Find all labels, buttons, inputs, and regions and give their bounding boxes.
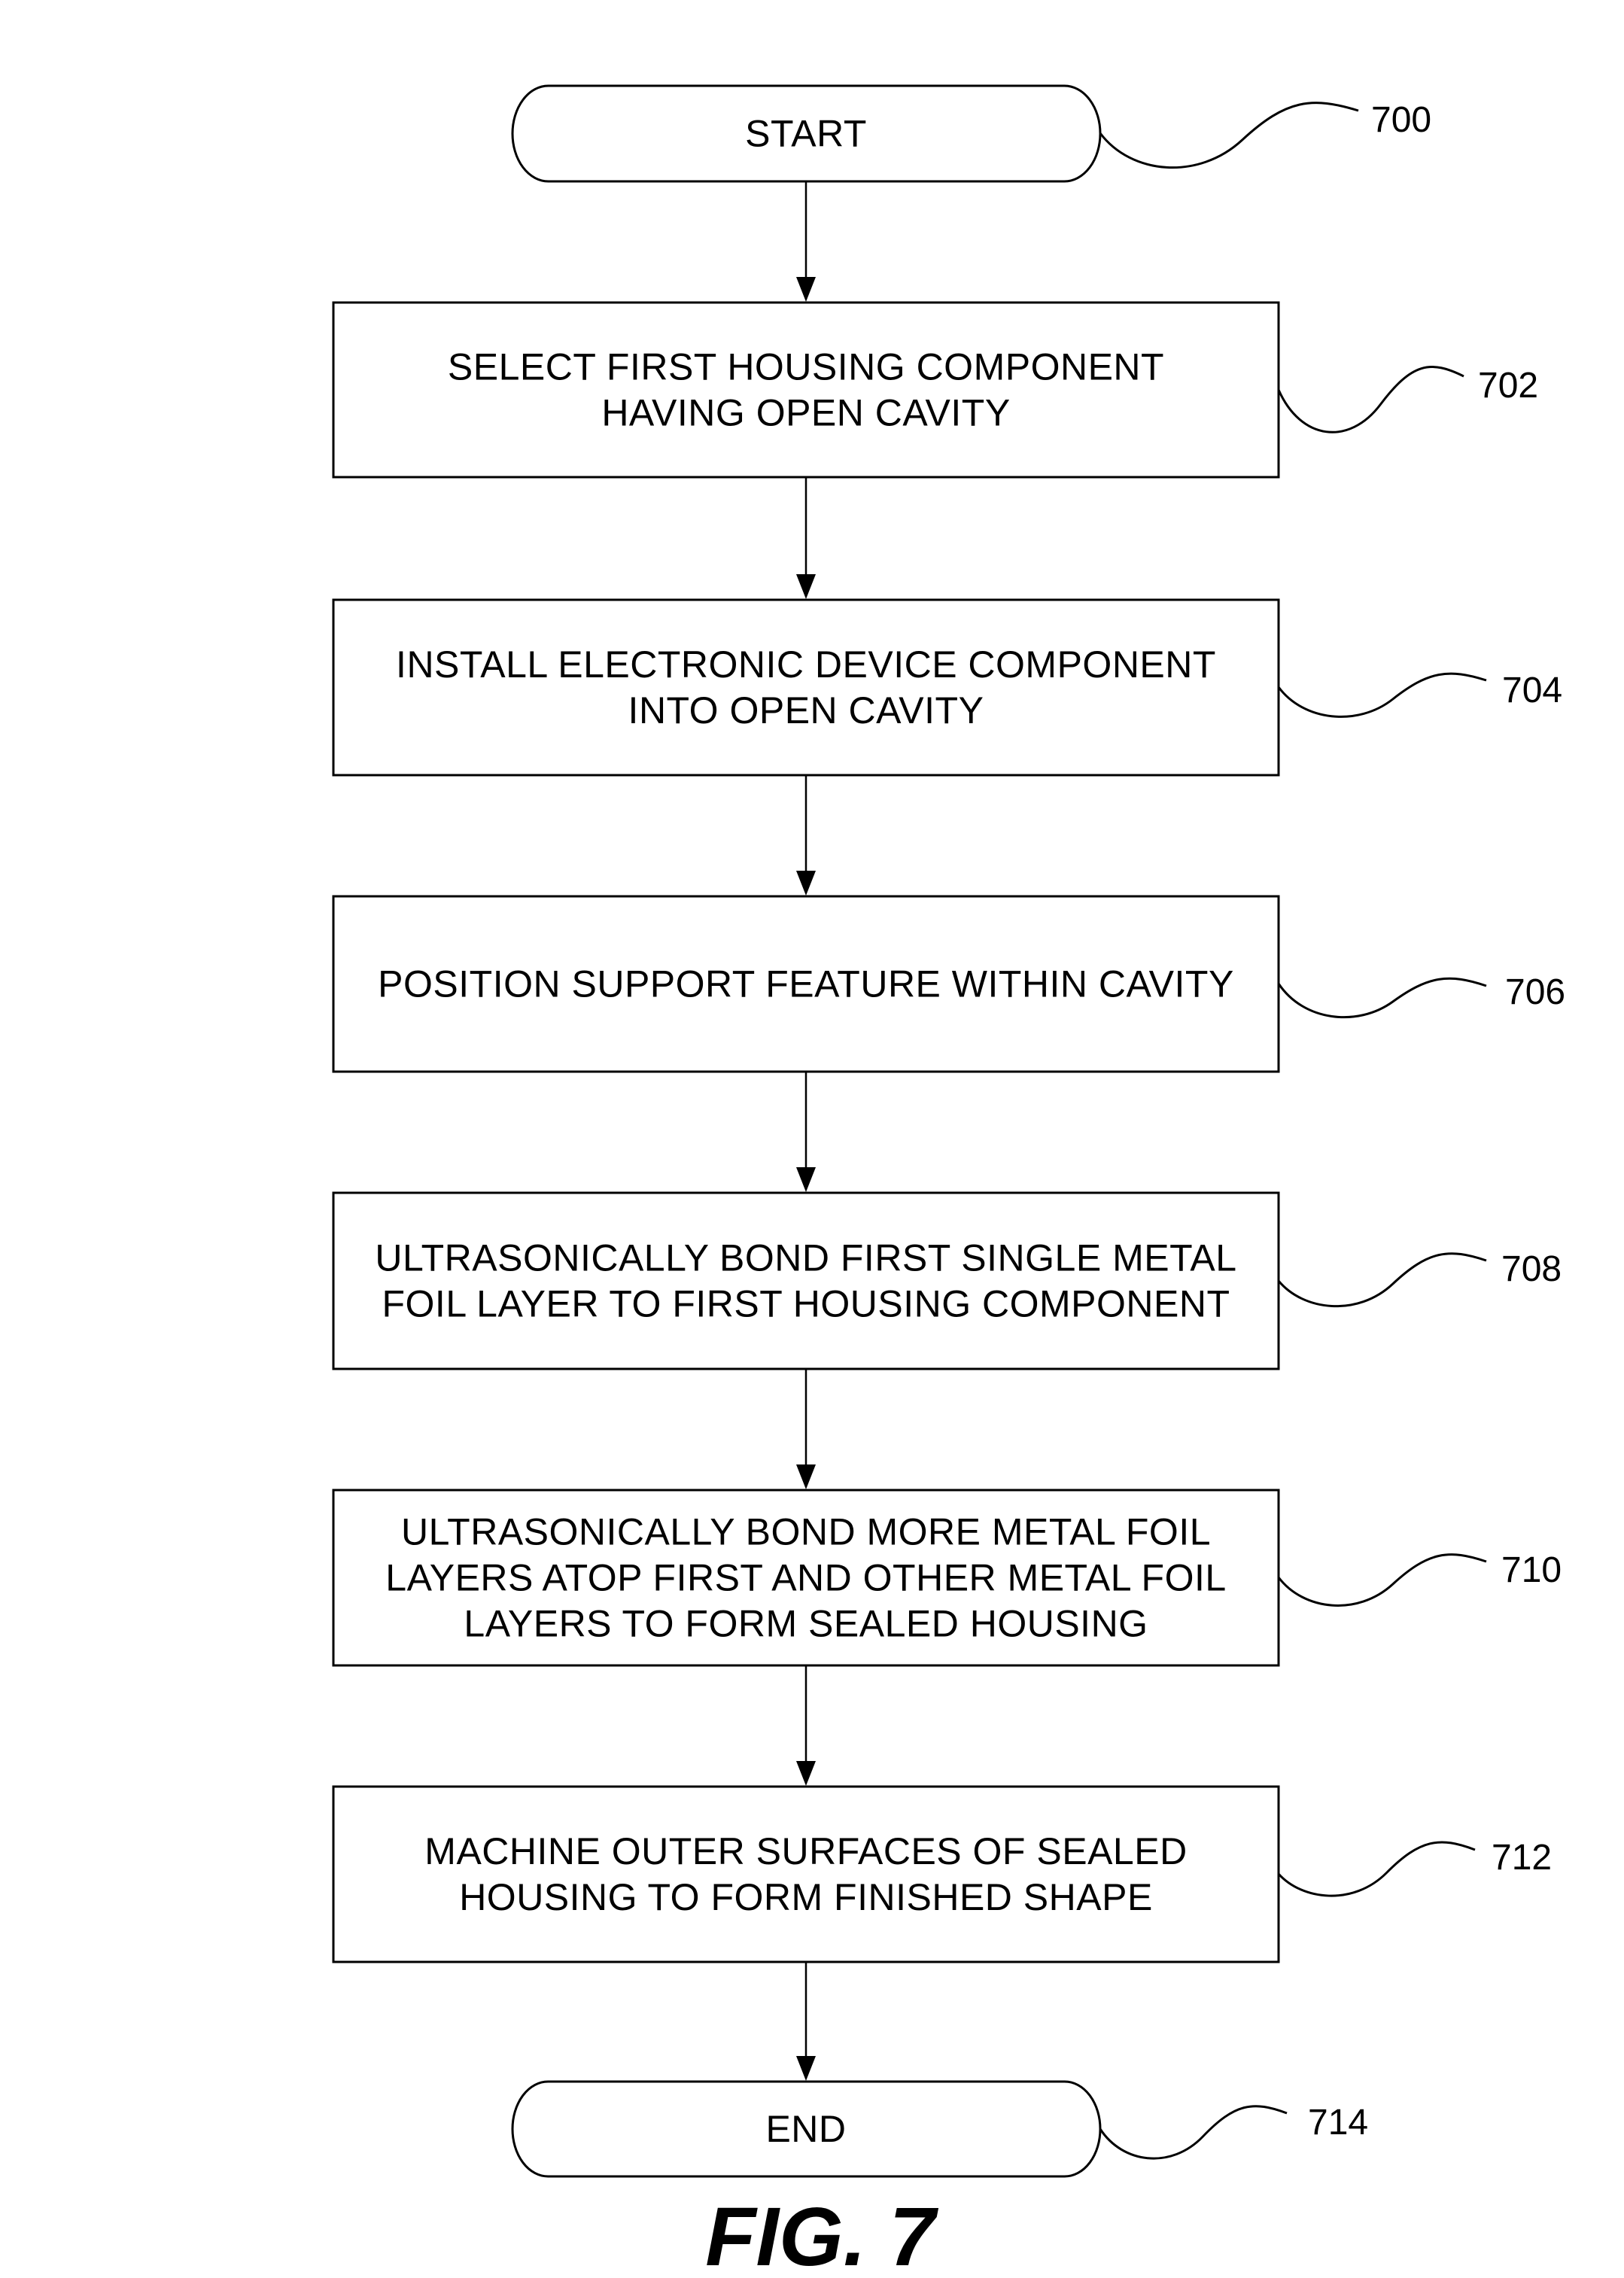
step-label-line: HOUSING TO FORM FINISHED SHAPE bbox=[459, 1876, 1153, 1918]
process-step-710: ULTRASONICALLY BOND MORE METAL FOILLAYER… bbox=[333, 1490, 1279, 1665]
step-label-line: POSITION SUPPORT FEATURE WITHIN CAVITY bbox=[378, 963, 1234, 1005]
step-label-line: END bbox=[765, 2108, 846, 2150]
flow-arrow bbox=[796, 775, 816, 896]
reference-leader-line bbox=[1279, 1842, 1475, 1896]
process-box bbox=[333, 303, 1279, 477]
terminal-end: END bbox=[512, 2082, 1100, 2176]
step-label-line: ULTRASONICALLY BOND FIRST SINGLE METAL bbox=[375, 1237, 1236, 1279]
reference-numeral: 702 bbox=[1478, 366, 1538, 406]
process-box bbox=[333, 1787, 1279, 1962]
step-label-line: SELECT FIRST HOUSING COMPONENT bbox=[448, 346, 1164, 388]
step-label-line: LAYERS TO FORM SEALED HOUSING bbox=[464, 1603, 1148, 1645]
arrowhead-icon bbox=[796, 1464, 816, 1489]
step-label-line: ULTRASONICALLY BOND MORE METAL FOIL bbox=[401, 1511, 1211, 1553]
arrowhead-icon bbox=[796, 871, 816, 896]
terminal-start: START bbox=[512, 86, 1100, 181]
flow-arrow bbox=[796, 1369, 816, 1489]
flow-arrow bbox=[796, 477, 816, 599]
reference-leader-line bbox=[1100, 103, 1358, 168]
arrowhead-icon bbox=[796, 1761, 816, 1786]
step-label-line: INSTALL ELECTRONIC DEVICE COMPONENT bbox=[396, 643, 1216, 686]
reference-numeral: 704 bbox=[1502, 671, 1562, 710]
reference-numeral: 708 bbox=[1501, 1249, 1562, 1289]
reference-leader-line bbox=[1100, 2106, 1287, 2158]
arrowhead-icon bbox=[796, 277, 816, 302]
reference-numeral: 710 bbox=[1501, 1550, 1562, 1590]
flow-arrow bbox=[796, 1962, 816, 2081]
reference-leader-line bbox=[1279, 1254, 1486, 1306]
step-label-line: START bbox=[745, 113, 867, 155]
process-step-708: ULTRASONICALLY BOND FIRST SINGLE METALFO… bbox=[333, 1193, 1279, 1369]
step-label-line: HAVING OPEN CAVITY bbox=[601, 392, 1010, 434]
process-step-706: POSITION SUPPORT FEATURE WITHIN CAVITY bbox=[333, 896, 1279, 1072]
flow-arrow bbox=[796, 1665, 816, 1786]
reference-leader-line bbox=[1279, 978, 1486, 1017]
arrowhead-icon bbox=[796, 574, 816, 599]
flow-arrow bbox=[796, 1072, 816, 1192]
process-step-704: INSTALL ELECTRONIC DEVICE COMPONENTINTO … bbox=[333, 600, 1279, 775]
reference-numeral: 700 bbox=[1371, 100, 1431, 140]
figure-caption: FIG. 7 bbox=[705, 2191, 938, 2278]
reference-leader-line bbox=[1279, 367, 1464, 433]
arrowhead-icon bbox=[796, 2056, 816, 2081]
reference-numeral: 714 bbox=[1308, 2103, 1368, 2143]
reference-leader-line bbox=[1279, 1555, 1486, 1606]
flow-arrow bbox=[796, 181, 816, 302]
process-step-712: MACHINE OUTER SURFACES OF SEALEDHOUSING … bbox=[333, 1787, 1279, 1962]
process-step-702: SELECT FIRST HOUSING COMPONENTHAVING OPE… bbox=[333, 303, 1279, 477]
step-label-line: INTO OPEN CAVITY bbox=[628, 689, 984, 731]
reference-numeral: 712 bbox=[1492, 1838, 1552, 1878]
step-label-line: MACHINE OUTER SURFACES OF SEALED bbox=[424, 1830, 1187, 1872]
process-box bbox=[333, 600, 1279, 775]
arrowhead-icon bbox=[796, 1167, 816, 1192]
reference-numeral: 706 bbox=[1505, 972, 1565, 1012]
reference-leader-line bbox=[1279, 674, 1486, 716]
step-label-line: LAYERS ATOP FIRST AND OTHER METAL FOIL bbox=[385, 1557, 1226, 1599]
process-box bbox=[333, 1193, 1279, 1369]
step-label-line: FOIL LAYER TO FIRST HOUSING COMPONENT bbox=[382, 1283, 1230, 1325]
